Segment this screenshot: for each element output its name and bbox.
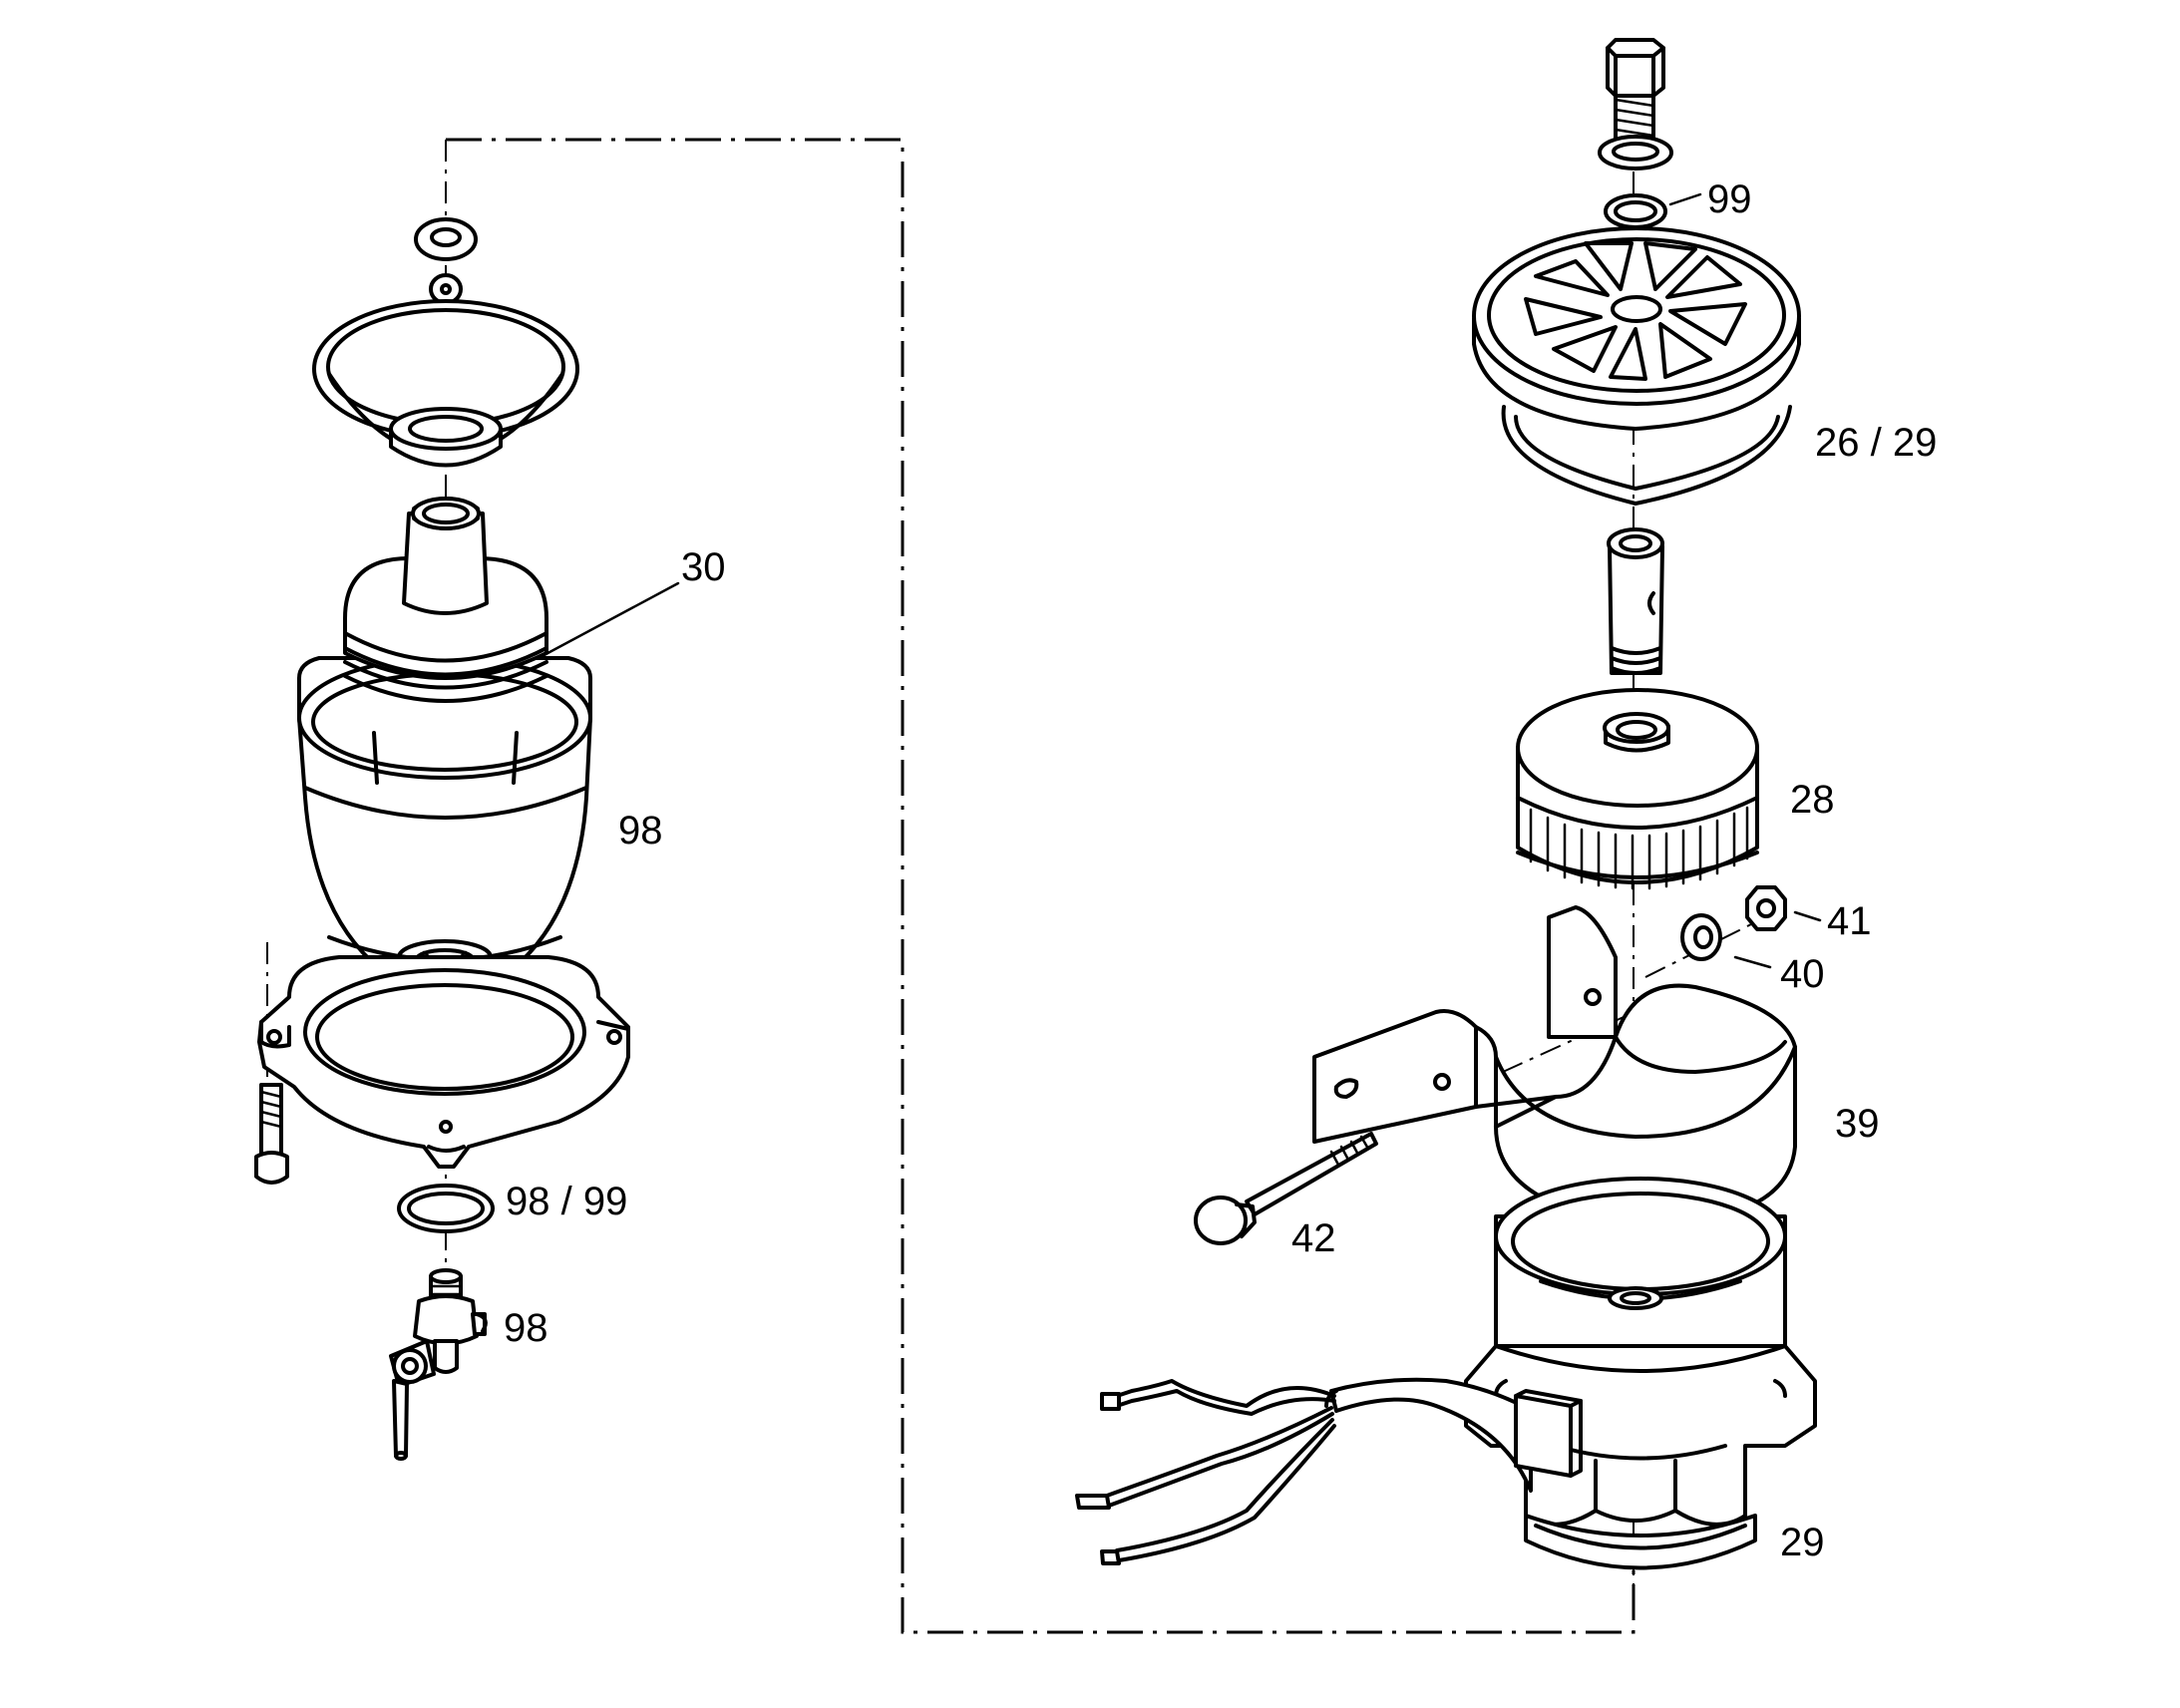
bolt-washer: [1598, 135, 1673, 171]
label-26-29: 26 / 29: [1815, 421, 1937, 465]
seal-ring: [1604, 192, 1702, 229]
drain-cock: [389, 1268, 488, 1461]
filter-head: [1472, 226, 1801, 431]
left-filter-assembly: [254, 217, 630, 1461]
label-98-99-left: 98 / 99: [506, 1180, 627, 1223]
label-98-cock: 98: [504, 1306, 548, 1350]
label-30: 30: [681, 545, 726, 589]
label-40: 40: [1780, 952, 1825, 996]
mounting-bracket: [1312, 905, 1797, 1225]
label-29: 29: [1780, 1521, 1825, 1564]
label-42: 42: [1291, 1216, 1336, 1260]
filter-cartridge: [1516, 688, 1759, 890]
carriage-bolt: [1194, 1132, 1378, 1245]
base-flange: [257, 955, 630, 1169]
leader-30: [537, 581, 680, 660]
bottom-o-ring: [397, 1184, 495, 1233]
label-99: 99: [1707, 177, 1752, 221]
hex-bolt: [1606, 38, 1665, 142]
cone-filter-element: [343, 497, 548, 785]
label-98-bowl: 98: [618, 809, 663, 853]
top-washer: [414, 217, 478, 261]
mounting-screw: [254, 1083, 289, 1185]
label-39: 39: [1835, 1102, 1880, 1146]
label-41: 41: [1827, 899, 1872, 943]
power-cable: [1075, 1377, 1583, 1565]
pump-body: [1464, 1177, 1817, 1570]
hex-nut: [1745, 885, 1822, 931]
right-pump-assembly: [1075, 38, 1822, 1570]
flat-washer: [1680, 913, 1772, 969]
head-gasket: [1501, 405, 1792, 506]
center-tube: [1607, 527, 1664, 675]
small-o-ring: [429, 273, 463, 305]
label-28: 28: [1790, 778, 1835, 822]
funnel-cover: [312, 299, 579, 468]
assembly-connector-line: [446, 138, 1635, 1634]
